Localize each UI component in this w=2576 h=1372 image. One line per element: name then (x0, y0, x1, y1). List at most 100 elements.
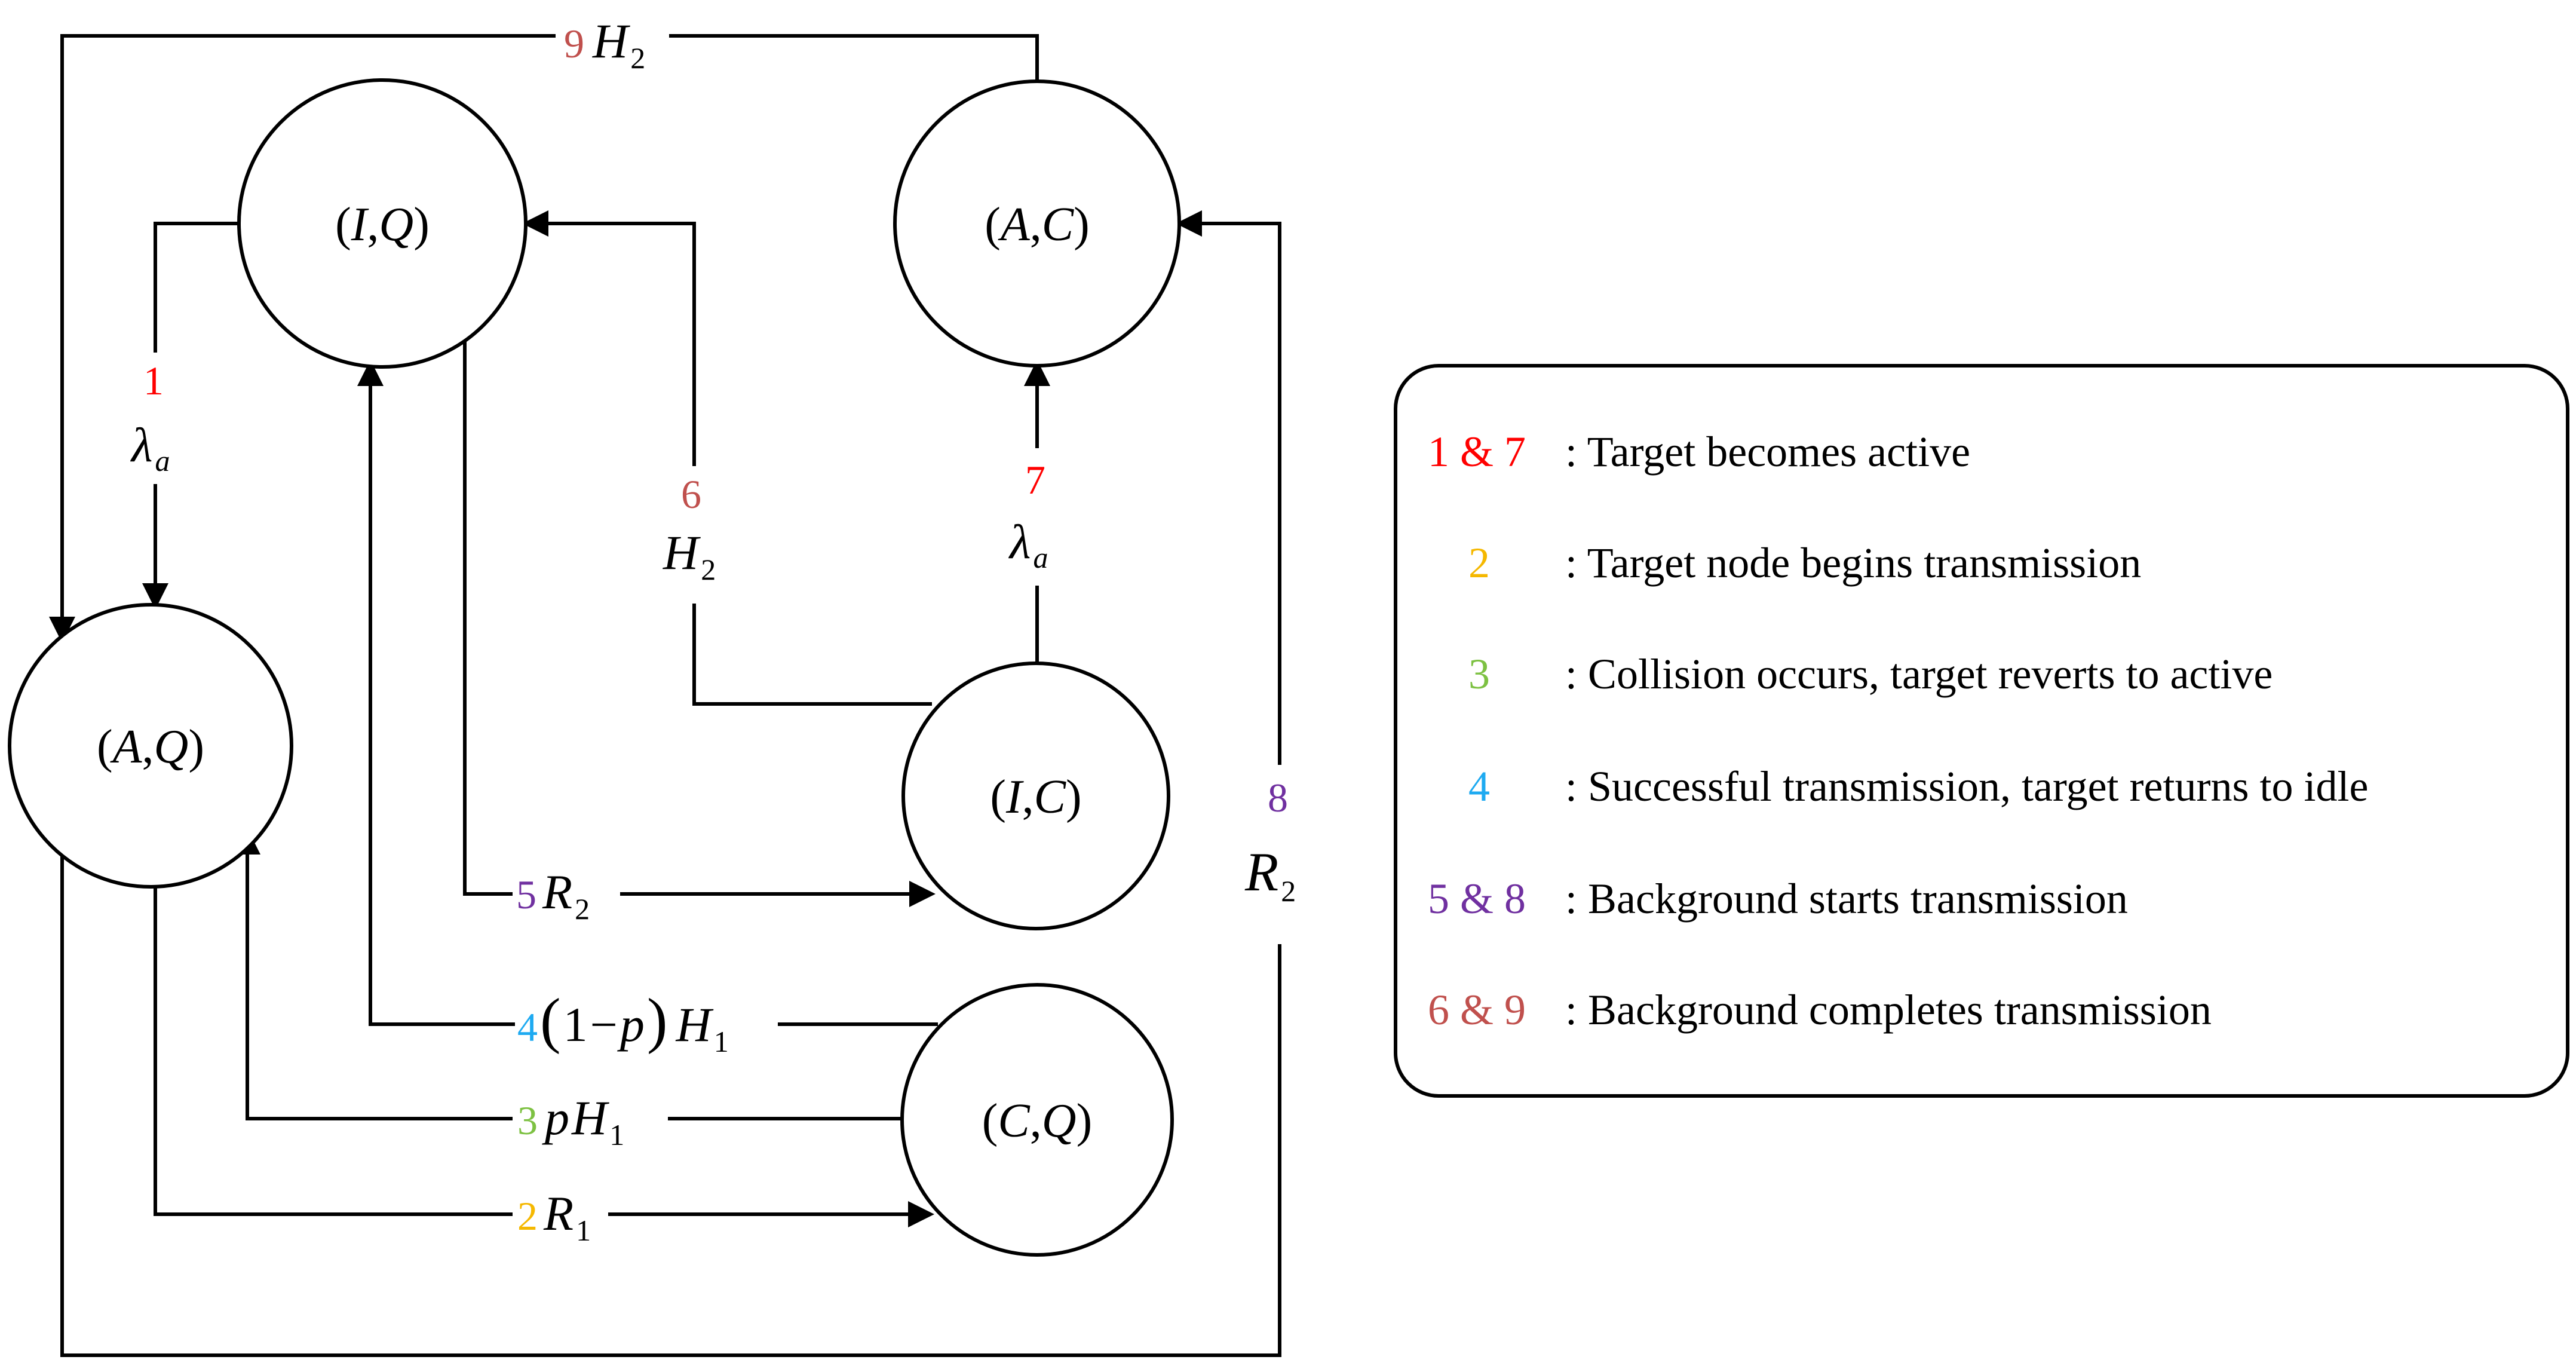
edge-6-label: H 2 (663, 525, 716, 586)
edge-6-line (526, 222, 932, 706)
node-cq-circle (900, 983, 1174, 1257)
edge-4-subscript: 1 (714, 1025, 729, 1058)
node-aq-open: ( (97, 721, 113, 773)
edge-4-label-bg (515, 985, 778, 1051)
edge-4-symbol: H (676, 997, 714, 1052)
edge-1-arrowhead (142, 583, 168, 610)
edge-8-line (60, 222, 1281, 1357)
node-ac-circle (893, 79, 1181, 368)
legend-row-2-tag: 2 (1468, 539, 1490, 587)
edge-2-label-bg (513, 1181, 608, 1247)
edge-9-number: 9 (564, 21, 584, 66)
edge-1-label: λ a (130, 418, 170, 477)
legend-row-6-tag-a: 6 (1428, 986, 1449, 1034)
edge-3-label: 3 p H 1 (517, 1091, 624, 1152)
edge-2-number: 2 (517, 1193, 538, 1239)
legend-row-3-text: : Collision occurs, target reverts to ac… (1565, 650, 2273, 698)
node-iq-label: (I,Q) (335, 198, 430, 251)
edge-9-symbol: H (592, 14, 630, 68)
legend-row-5-amp: & (1460, 875, 1494, 923)
legend-row-5-tag-b: 8 (1504, 875, 1526, 923)
edge-9-label: 9 H 2 (564, 14, 645, 75)
edge-3-symbol: H (571, 1091, 609, 1145)
legend-row-5-tag-a: 5 (1428, 875, 1449, 923)
edge-9-arrowhead (49, 617, 75, 643)
legend-box (1394, 364, 2569, 1098)
edge-6-symbol: H (663, 525, 701, 580)
node-ac-label: (A,C) (985, 198, 1090, 251)
node-ac-close: ) (1074, 198, 1090, 251)
edge-8-label: R 2 (1244, 841, 1296, 908)
edge-6-label-bg (657, 466, 741, 604)
node-ac: (A,C) (893, 79, 1181, 368)
edge-4-number: 4 (517, 1004, 538, 1050)
node-iq-open: ( (335, 198, 351, 251)
edge-4-p: p (617, 997, 645, 1052)
edge-2-symbol: R (543, 1186, 574, 1241)
legend-row-4-tag: 4 (1468, 762, 1490, 810)
edge-5-number: 5 (516, 872, 536, 917)
legend-row-6-tag: 6 & 9 (1428, 986, 1526, 1034)
edge-1-subscript: a (155, 444, 170, 477)
edge-3-subscript: 1 (609, 1118, 624, 1152)
node-ic-close: ) (1066, 771, 1082, 823)
node-ac-second: C (1042, 198, 1075, 251)
legend: 1 & 7 : Target becomes active 2 : Target… (1394, 364, 2569, 1098)
edge-7-number: 7 (1025, 457, 1045, 503)
edge-3-pre: p (542, 1091, 569, 1145)
edge-3-number: 3 (517, 1098, 538, 1143)
edge-9-label-bg (556, 12, 669, 62)
edge-4-line (369, 366, 938, 1026)
node-ac-first: A (998, 198, 1031, 251)
edge-2-arrowhead (908, 1201, 934, 1227)
node-cq-label: (C,Q) (982, 1095, 1092, 1147)
node-cq: (C,Q) (900, 983, 1174, 1257)
node-iq: (I,Q) (237, 78, 528, 369)
node-iq-first: I (351, 198, 369, 251)
legend-row-1-tag-a: 1 (1428, 428, 1449, 476)
node-ic-first: I (1005, 771, 1024, 823)
edge-5-symbol: R (542, 865, 572, 919)
edge-6-subscript: 2 (701, 553, 716, 586)
legend-row-6-tag-b: 9 (1504, 986, 1526, 1034)
node-ic-comma: , (1022, 771, 1034, 823)
edge-8-number: 8 (1268, 775, 1288, 820)
node-ac-comma: , (1030, 198, 1042, 251)
node-iq-second: Q (379, 198, 413, 251)
legend-row-1-text: : Target becomes active (1565, 428, 1970, 476)
legend-row-2-text: : Target node begins transmission (1565, 539, 2141, 587)
edge-1-label-bg (124, 353, 190, 484)
edge-9-subscript: 2 (630, 41, 645, 75)
edge-1-number: 1 (143, 358, 164, 403)
node-cq-second: Q (1042, 1095, 1077, 1147)
node-ic-second: C (1034, 771, 1067, 823)
edge-8-symbol: R (1244, 841, 1278, 902)
edge-5-line (463, 324, 930, 896)
legend-row-1-amp: & (1460, 428, 1494, 476)
edge-5-label-bg (513, 860, 620, 920)
node-aq-comma: , (142, 721, 154, 773)
node-cq-comma: , (1030, 1095, 1042, 1147)
node-aq-second: Q (154, 721, 189, 773)
edge-6-arrowhead (522, 210, 548, 237)
edge-7-subscript: a (1034, 541, 1048, 574)
edge-4-open-paren: ( (540, 986, 561, 1055)
edge-4-label: 4 ( 1 − p ) H 1 (517, 986, 729, 1058)
legend-row-1-tag-b: 7 (1504, 428, 1526, 476)
node-ic-circle (901, 662, 1170, 930)
edge-1-symbol: λ (130, 418, 153, 472)
edge-2-subscript: 1 (576, 1214, 591, 1247)
node-ac-open: ( (985, 198, 1001, 251)
node-cq-first: C (998, 1095, 1031, 1147)
edge-5-subscript: 2 (575, 892, 590, 926)
legend-row-5-text: : Background starts transmission (1565, 875, 2128, 923)
legend-row-5-tag: 5 & 8 (1428, 875, 1526, 923)
node-aq-close: ) (188, 721, 204, 773)
node-ic: (I,C) (901, 662, 1170, 930)
node-aq-circle (8, 603, 293, 889)
edge-5-label: 5 R 2 (516, 865, 590, 926)
edge-9-line (60, 34, 1039, 639)
node-aq-label: (A,Q) (97, 721, 204, 773)
edge-7-label: λ a (1008, 514, 1048, 574)
